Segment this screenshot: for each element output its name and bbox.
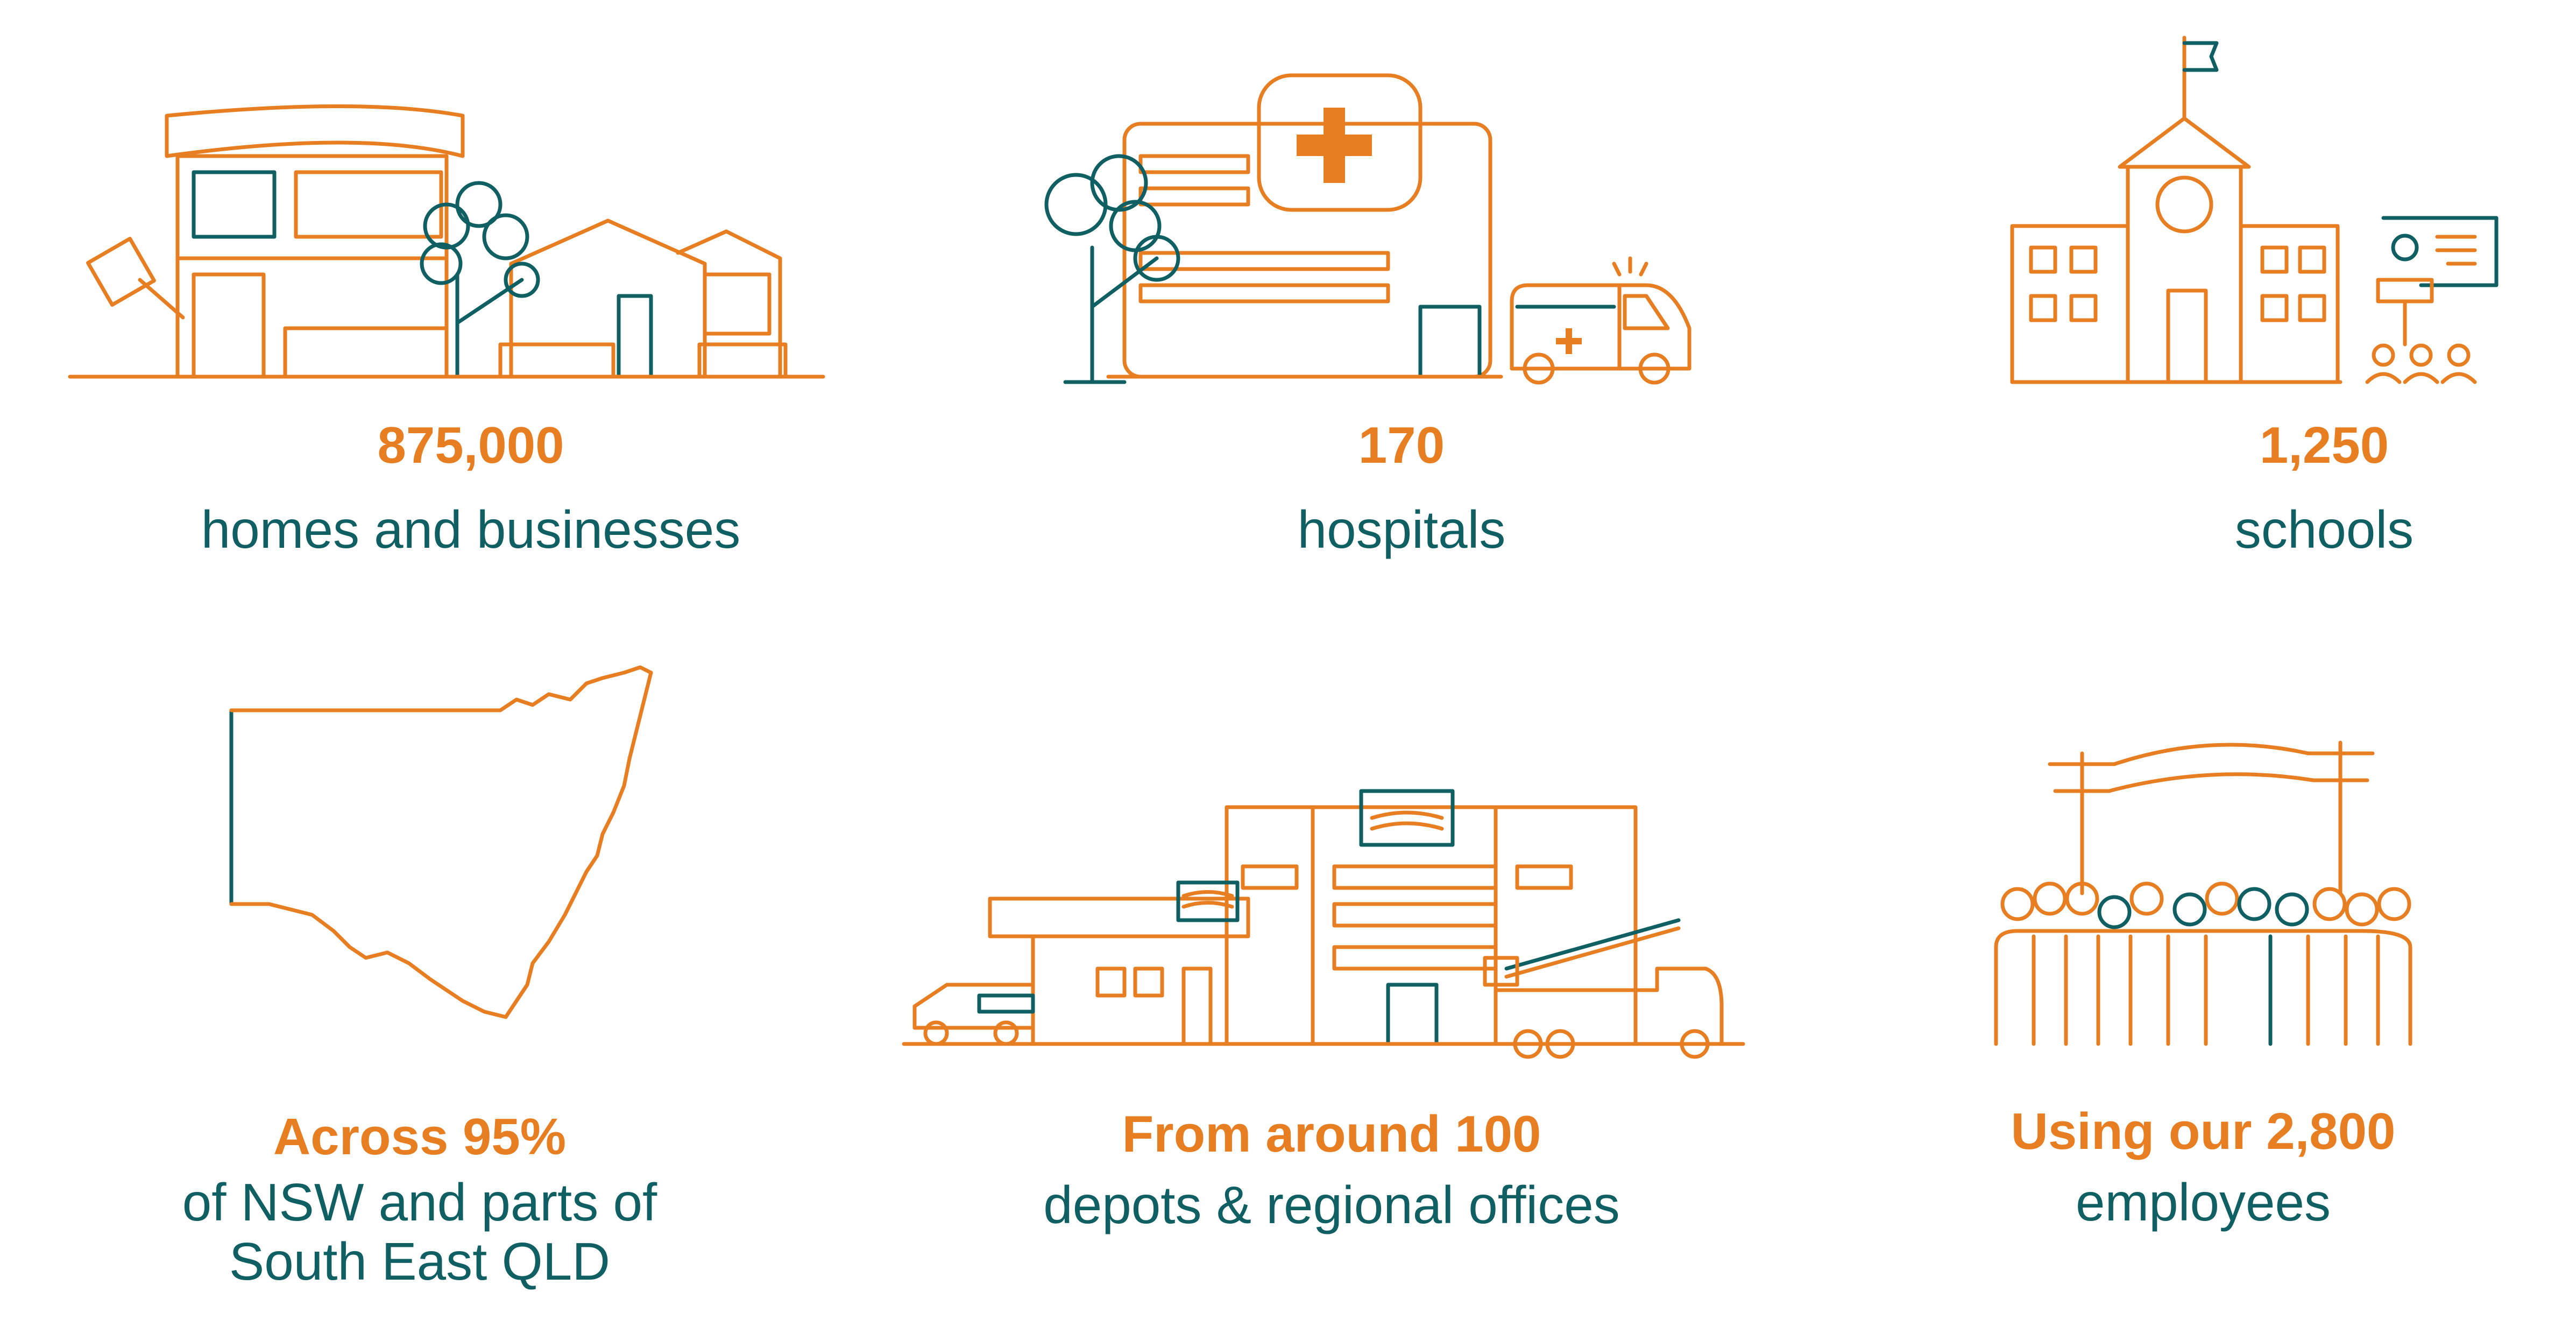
- bucket-truck-icon: [1483, 918, 1724, 1059]
- stat-value: 875,000: [377, 417, 564, 474]
- stat-value: From around 100: [1122, 1105, 1541, 1163]
- stat-depots: From around 100 depots & regional office…: [888, 635, 1802, 1308]
- teacher-icon: [2365, 216, 2499, 384]
- homes-icon: [68, 86, 850, 390]
- stat-value: 1,250: [2259, 417, 2389, 474]
- stat-label: employees: [2076, 1173, 2331, 1232]
- stat-coverage: Across 95% of NSW and parts of South Eas…: [54, 635, 888, 1308]
- ute-icon: [912, 983, 1035, 1046]
- stat-label: of NSW and parts of South East QLD: [182, 1173, 657, 1291]
- workers-icon: [1985, 740, 2469, 1057]
- stat-value: Across 95%: [273, 1108, 567, 1166]
- stat-label: depots & regional offices: [1043, 1175, 1620, 1234]
- stat-homes: 875,000 homes and businesses: [54, 65, 888, 576]
- ambulance-icon: [1510, 256, 1692, 385]
- stat-label: hospitals: [1297, 500, 1506, 559]
- sign-icon: [86, 237, 185, 320]
- stat-value: 170: [1358, 417, 1445, 474]
- stat-schools: 1,250 schools: [1862, 36, 2561, 576]
- tree-icon: [1044, 154, 1180, 384]
- nsw-map-icon: [215, 662, 732, 1052]
- stat-hospitals: 170 hospitals: [995, 65, 1829, 576]
- stat-employees: Using our 2,800 employees: [1883, 635, 2556, 1308]
- tree-icon: [420, 181, 540, 379]
- worker-group-icon: [1994, 881, 2412, 1046]
- stat-value: Using our 2,800: [2011, 1103, 2396, 1160]
- power-pole-icon: [2048, 740, 2375, 895]
- school-icon: [2010, 22, 2550, 390]
- stat-label: schools: [2234, 500, 2414, 559]
- depot-icon: [902, 789, 1765, 1059]
- stat-label: homes and businesses: [201, 500, 741, 559]
- hospital-icon: [995, 73, 1775, 390]
